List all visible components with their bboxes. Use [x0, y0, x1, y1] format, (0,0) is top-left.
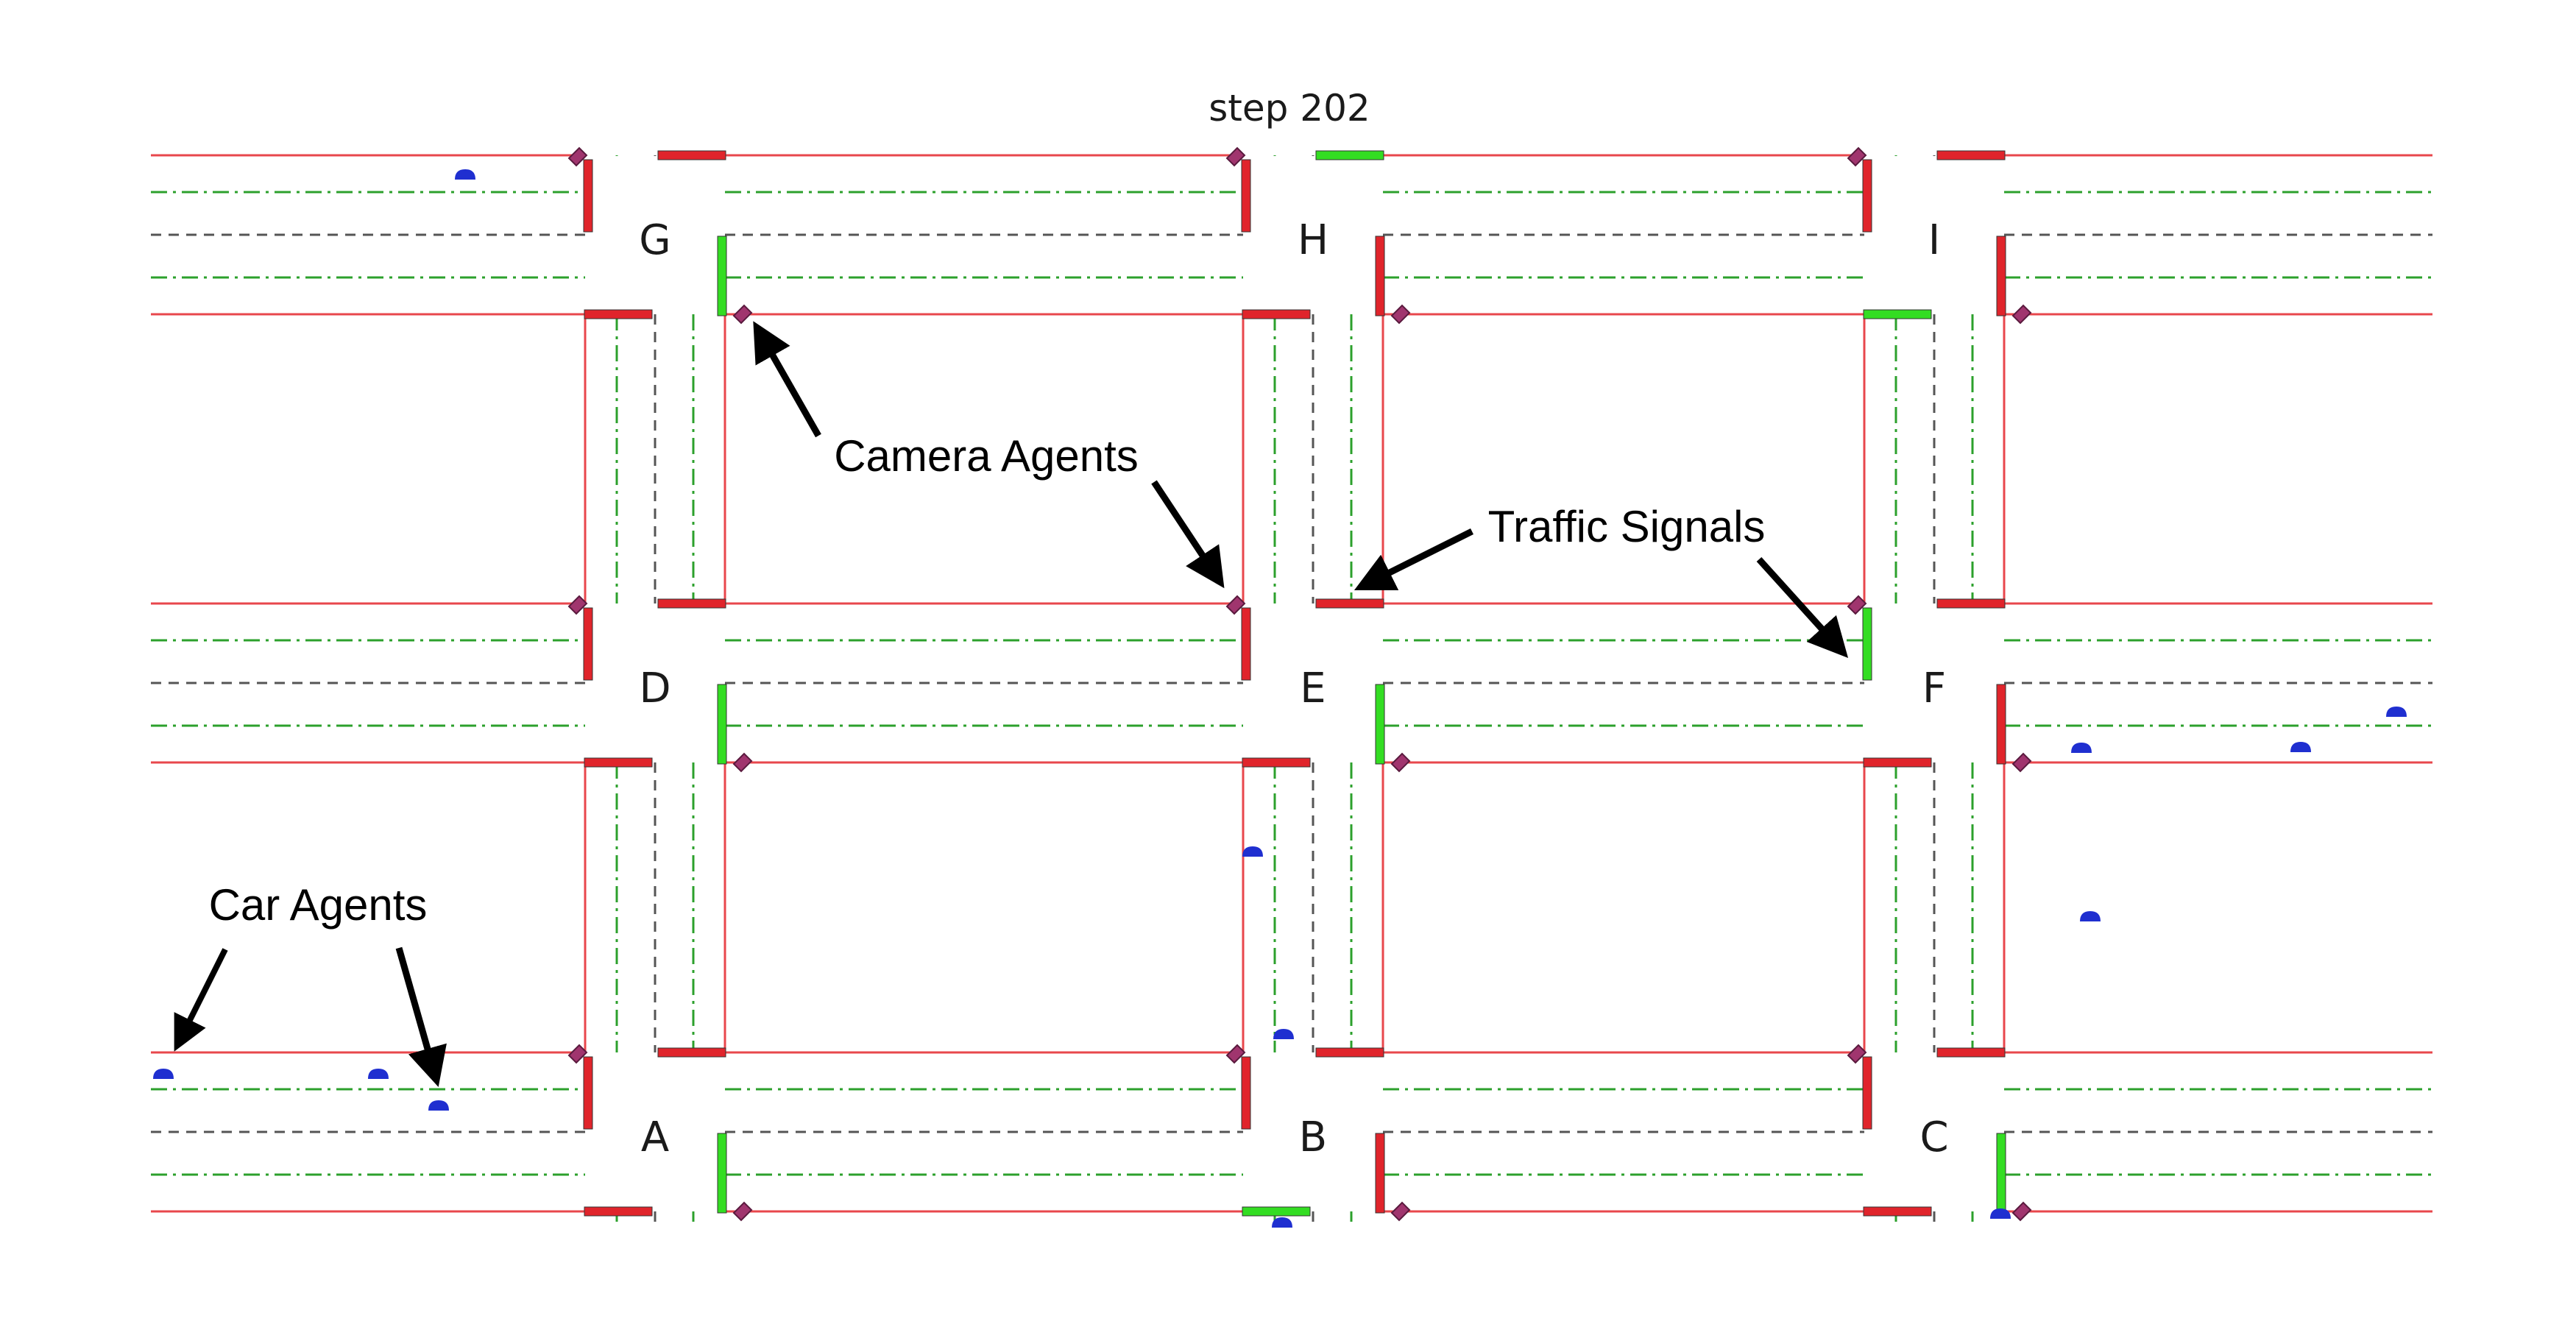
traffic-signal — [1863, 1206, 1932, 1217]
traffic-signal — [657, 598, 726, 609]
car-agent — [153, 1069, 174, 1079]
camera-agent — [2011, 752, 2032, 773]
traffic-signal — [1375, 1133, 1385, 1214]
car-agent — [368, 1069, 389, 1079]
traffic-signal — [1936, 1047, 2006, 1058]
car-agents-annotation: Car Agents — [209, 880, 428, 930]
car-agent — [455, 169, 475, 180]
camera-agents-annotation: Camera Agents — [834, 431, 1139, 481]
car-agent — [2071, 743, 2092, 753]
car-agent — [2080, 911, 2101, 921]
traffic-signal — [657, 150, 726, 160]
car-agent — [1242, 846, 1263, 857]
traffic-signal — [1863, 309, 1932, 319]
traffic-signal — [717, 684, 727, 765]
traffic-signal — [1862, 607, 1872, 681]
traffic-signal — [1375, 684, 1385, 765]
camera-agent — [1225, 1044, 1246, 1064]
intersection-label: G — [639, 216, 670, 264]
traffic-signal — [1863, 757, 1932, 768]
camera-agent — [732, 1201, 753, 1222]
camera-agent — [1847, 1044, 1867, 1064]
traffic-signal — [717, 1133, 727, 1214]
intersection-label: D — [639, 665, 670, 712]
traffic-signal — [584, 1206, 653, 1217]
intersection-label-layer: G H I D E F A B C — [639, 216, 1948, 1161]
camera-agent — [567, 595, 588, 615]
camera-agent — [1390, 752, 1411, 773]
traffic-signals-annotation: Traffic Signals — [1488, 502, 1766, 551]
traffic-signal — [1315, 150, 1384, 160]
traffic-signal — [1996, 1133, 2006, 1214]
intersection-label: H — [1298, 216, 1328, 264]
traffic-signal — [583, 159, 593, 233]
traffic-signal — [1996, 236, 2006, 316]
camera-agent — [1225, 146, 1246, 167]
traffic-signal — [583, 1056, 593, 1130]
camera-agent — [732, 304, 753, 325]
intersection-label: C — [1919, 1114, 1948, 1161]
traffic-signals-arrow-2 — [1756, 556, 1849, 659]
car-agent-layer — [153, 169, 2407, 1228]
traffic-signal-layer — [583, 150, 2006, 1217]
traffic-signal — [1241, 159, 1251, 233]
camera-agent — [1390, 304, 1411, 325]
traffic-signal — [584, 757, 653, 768]
road-network — [151, 154, 2432, 1222]
camera-agent — [567, 1044, 588, 1064]
traffic-signal — [584, 309, 653, 319]
camera-agent-layer — [567, 146, 2032, 1222]
traffic-signal — [1242, 757, 1311, 768]
intersection-label: I — [1928, 216, 1941, 264]
traffic-signal — [717, 236, 727, 316]
camera-agent — [2011, 304, 2032, 325]
traffic-signal — [1936, 598, 2006, 609]
traffic-signal — [1375, 236, 1385, 316]
traffic-signal — [657, 1047, 726, 1058]
traffic-signal — [1315, 1047, 1384, 1058]
car-agents-arrow-1 — [174, 948, 228, 1052]
car-agent — [1990, 1208, 2011, 1219]
car-agent — [2290, 742, 2311, 752]
traffic-signal — [1242, 1206, 1311, 1217]
camera-agent — [567, 146, 588, 167]
traffic-signals-arrow-1 — [1354, 528, 1474, 591]
car-agent — [1273, 1029, 1294, 1039]
step-title: step 202 — [1209, 87, 1370, 130]
camera-agent — [1225, 595, 1246, 615]
car-agent — [1272, 1217, 1292, 1228]
traffic-signal — [1862, 159, 1872, 233]
traffic-signal — [1241, 607, 1251, 681]
traffic-signal — [1315, 598, 1384, 609]
intersection-label: E — [1300, 665, 1326, 712]
camera-agent — [732, 752, 753, 773]
intersection-label: B — [1299, 1114, 1327, 1161]
traffic-signal — [1862, 1056, 1872, 1130]
traffic-signal — [1241, 1056, 1251, 1130]
camera-agents-arrow-2 — [1151, 480, 1225, 589]
car-agent — [2386, 707, 2407, 717]
car-agent — [428, 1100, 449, 1111]
intersection-label: A — [641, 1114, 669, 1161]
camera-agents-arrow-1 — [753, 321, 821, 438]
traffic-signal — [1936, 150, 2006, 160]
car-agents-arrow-2 — [395, 946, 447, 1087]
camera-agent — [1847, 595, 1867, 615]
camera-agent — [1390, 1201, 1411, 1222]
camera-agent — [1847, 146, 1867, 167]
intersection-label: F — [1922, 665, 1946, 712]
annotation-layer: Camera Agents Traffic Signals Car Agents — [174, 321, 1849, 1087]
traffic-signal — [1242, 309, 1311, 319]
traffic-signal — [1996, 684, 2006, 765]
camera-agent — [2011, 1201, 2032, 1222]
traffic-signal — [583, 607, 593, 681]
